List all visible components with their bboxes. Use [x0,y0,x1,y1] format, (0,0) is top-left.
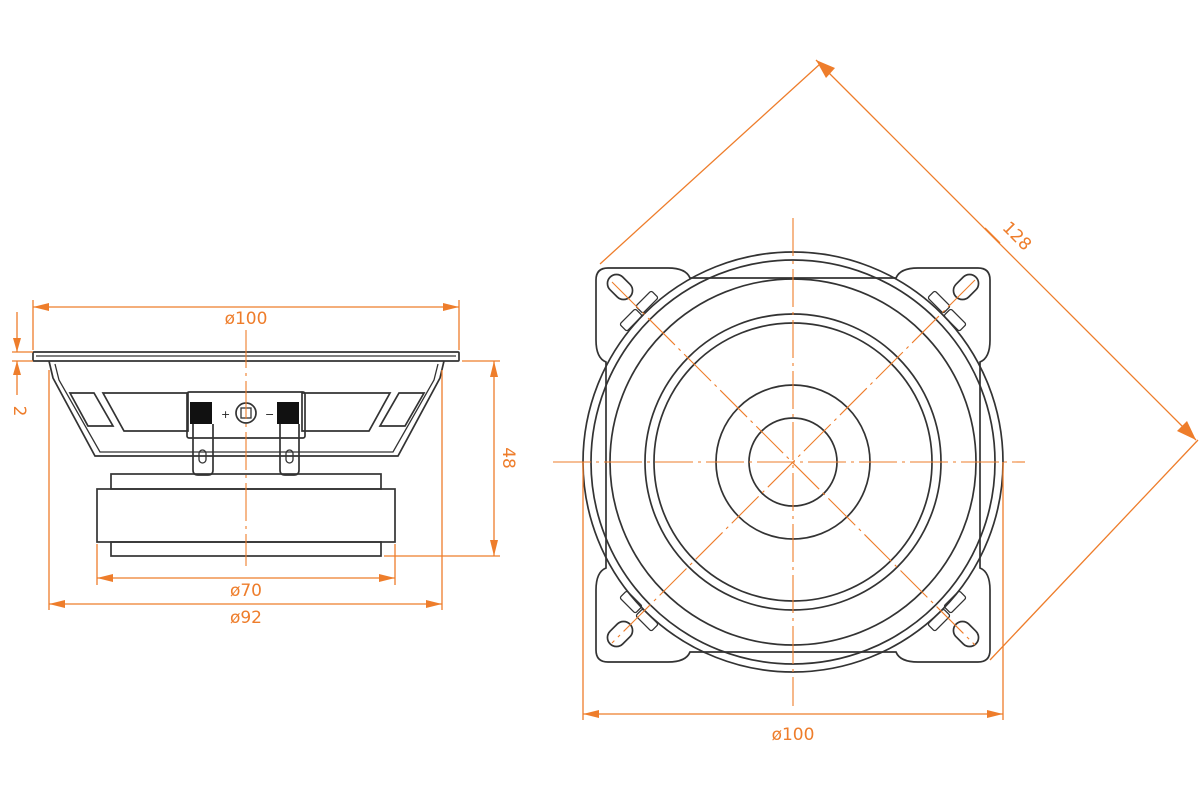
dim-label-basket-diameter: ø92 [230,608,262,628]
dim-side-flange-thickness: 2 [9,312,33,416]
terminal-minus-pad [277,402,299,424]
dim-side-magnet-diameter: ø70 [96,544,396,601]
dim-label-depth: 48 [498,447,518,469]
dim-label-front-diameter: ø100 [772,725,815,745]
terminal-tab-plus [192,424,214,476]
dim-side-basket-diameter: ø92 [48,370,443,628]
basket-window-left [68,392,115,427]
front-frame [595,267,991,663]
terminal-plus-pad [190,402,212,424]
terminal-plus-label: + [221,408,230,421]
basket-window-center-right [301,392,392,432]
mount-hole-top-right [927,273,980,332]
dim-side-flange-diameter: ø100 [32,300,460,350]
mount-hole-bottom-right [927,590,980,648]
front-centerline-diagonal-a [611,281,976,646]
dim-label-flange-thickness: 2 [9,406,29,417]
dim-label-magnet-diameter: ø70 [230,581,262,601]
dim-label-diagonal: 128 [998,218,1035,255]
front-centerline-diagonal-b [611,279,976,644]
side-view: + − ø100 [9,300,518,628]
mount-hole-bottom-left [606,590,659,648]
dim-label-flange-diameter: ø100 [225,309,268,329]
front-view: 128 ø100 [553,59,1199,745]
dim-side-depth: 48 [384,360,518,557]
terminal-minus-label: − [265,408,274,421]
terminal-tab-minus [279,424,300,476]
basket-window-center-left [101,392,189,432]
basket-window-right [378,392,426,427]
dim-front-diameter: ø100 [582,462,1004,745]
